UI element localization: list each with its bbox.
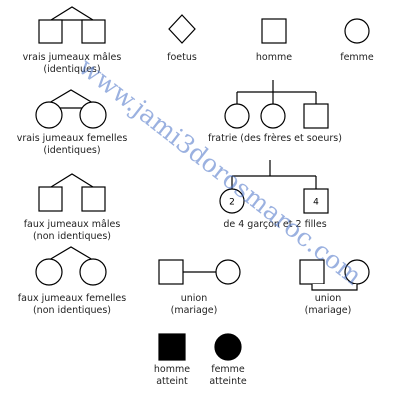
fraternal-female-twins-sublabel: (non identiques)	[33, 305, 111, 316]
fraternal-female-twins-branch	[48, 246, 94, 261]
grouped-siblings-label: de 4 garçon et 2 filles	[223, 219, 326, 230]
union-alt-symbol	[299, 259, 370, 291]
union-female-circle	[215, 259, 241, 285]
fraternal-male-square-right	[81, 186, 106, 212]
affected-male-sublabel: atteint	[156, 376, 188, 387]
identical-male-twins-symbol	[38, 6, 106, 44]
union-symbol	[158, 259, 241, 285]
union-label: union	[181, 293, 208, 304]
identical-female-twins-branch	[48, 89, 94, 104]
fraternal-male-twins-symbol	[38, 173, 106, 212]
identical-female-twins-symbol	[35, 89, 107, 129]
fraternal-female-circle-left	[35, 258, 63, 286]
siblings-symbol	[224, 80, 329, 129]
female-label: femme	[340, 52, 374, 63]
fraternal-male-twins-branch	[50, 173, 94, 188]
female-twin-circle-right	[79, 101, 107, 129]
identical-male-twins-sublabel: (identiques)	[43, 64, 100, 75]
identical-female-twins-sublabel: (identiques)	[43, 145, 100, 156]
grouped-males-square	[303, 188, 329, 214]
identical-male-twins-branch	[50, 6, 94, 21]
union-male-square	[158, 259, 184, 285]
grouped-females-circle	[219, 188, 245, 214]
male-label: homme	[256, 52, 292, 63]
female-circle	[344, 18, 370, 44]
union-alt-label: union	[315, 293, 342, 304]
fraternal-female-twins-label: faux jumeaux femelles	[18, 293, 126, 304]
affected-female-label: femme	[211, 364, 245, 375]
foetus-label: foetus	[167, 52, 197, 63]
female-twin-circle-left	[35, 101, 63, 129]
sibling-male	[303, 103, 329, 129]
grouped-males-count: 4	[313, 198, 319, 208]
union-sublabel: (mariage)	[171, 305, 218, 316]
identical-male-twins-label: vrais jumeaux mâles	[23, 52, 122, 63]
union-alt-sublabel: (mariage)	[305, 305, 352, 316]
grouped-females-count: 2	[229, 198, 235, 208]
male-twin-square-left	[38, 19, 63, 44]
male-square	[261, 18, 287, 44]
affected-female-sublabel: atteinte	[209, 376, 247, 387]
union-alt-line	[311, 284, 358, 291]
sibling-female-1	[224, 103, 250, 129]
identical-female-twins-label: vrais jumeaux femelles	[17, 133, 128, 144]
watermark-text: www.jami3dorosmaroc.com	[73, 52, 367, 291]
grouped-siblings-symbol	[219, 160, 329, 214]
siblings-label: fratrie (des frères et soeurs)	[208, 133, 342, 144]
affected-male-label: homme	[154, 364, 190, 375]
sibling-female-2	[260, 103, 286, 129]
affected-female-circle	[214, 333, 242, 361]
affected-male-square	[158, 333, 186, 361]
fraternal-male-square-left	[38, 186, 63, 212]
foetus-diamond	[168, 14, 196, 44]
fraternal-female-twins-symbol	[35, 246, 107, 286]
male-twin-square-right	[81, 19, 106, 44]
fraternal-male-twins-label: faux jumeaux mâles	[24, 219, 121, 230]
fraternal-female-circle-right	[79, 258, 107, 286]
fraternal-male-twins-sublabel: (non identiques)	[33, 231, 111, 242]
